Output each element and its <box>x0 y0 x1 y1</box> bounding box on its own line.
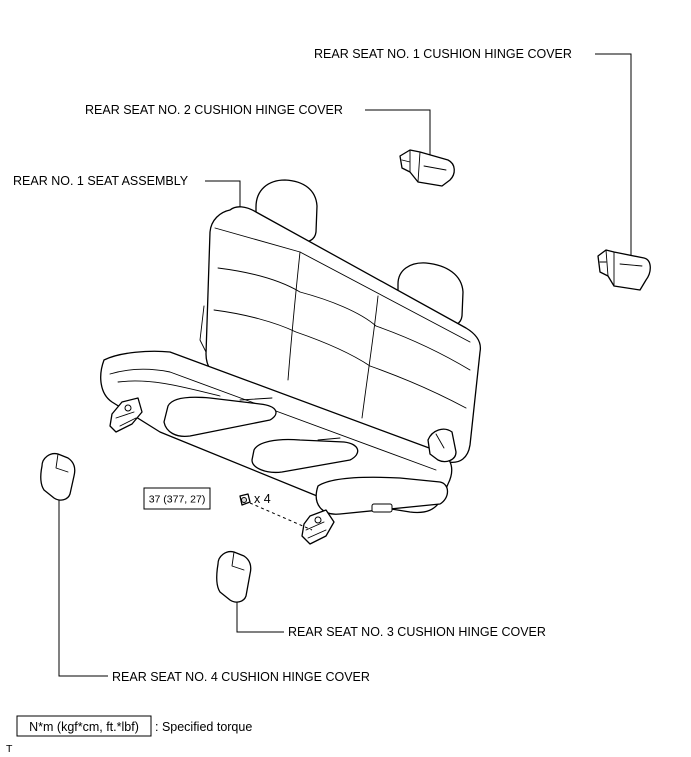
cushion-front-edge <box>315 476 449 515</box>
legend: N*m (kgf*cm, ft.*lbf) : Specified torque <box>16 715 252 737</box>
cushion-section-center <box>163 396 277 438</box>
leader-cover1 <box>595 53 632 262</box>
corner-mark: T <box>6 743 13 755</box>
label-seat-assembly: REAR NO. 1 SEAT ASSEMBLY <box>13 174 189 188</box>
leader-cover3 <box>236 598 284 633</box>
torque-value: 37 (377, 27) <box>149 494 206 506</box>
cover1-part <box>597 249 651 291</box>
cushion-section-right <box>251 438 359 474</box>
label-cover1: REAR SEAT NO. 1 CUSHION HINGE COVER <box>314 47 572 61</box>
right-hinge-bracket <box>301 509 335 545</box>
torque-quantity: x 4 <box>254 492 271 506</box>
seat-belt-buckle <box>427 428 457 463</box>
legend-box <box>16 715 152 737</box>
legend-box-text: N*m (kgf*cm, ft.*lbf) <box>29 720 139 734</box>
torque-box <box>143 487 211 510</box>
label-cover3: REAR SEAT NO. 3 CUSHION HINGE COVER <box>288 625 546 639</box>
leader-seat <box>205 180 241 212</box>
rear-seat-assembly <box>100 179 482 545</box>
label-cover2: REAR SEAT NO. 2 CUSHION HINGE COVER <box>85 103 343 117</box>
leader-lines <box>58 53 632 677</box>
cover3-part <box>216 550 252 603</box>
release-handle <box>371 503 393 513</box>
torque-callout: 37 (377, 27) x 4 <box>143 487 271 510</box>
cover4-part <box>40 452 76 501</box>
bolt-dashed-line <box>249 502 313 531</box>
legend-description: : Specified torque <box>155 720 252 734</box>
leader-cover2 <box>365 109 431 160</box>
left-hinge-bracket <box>109 397 143 433</box>
leader-cover4 <box>58 500 108 677</box>
cover2-part <box>399 149 455 187</box>
label-cover4: REAR SEAT NO. 4 CUSHION HINGE COVER <box>112 670 370 684</box>
hinge-bolt <box>239 493 313 531</box>
